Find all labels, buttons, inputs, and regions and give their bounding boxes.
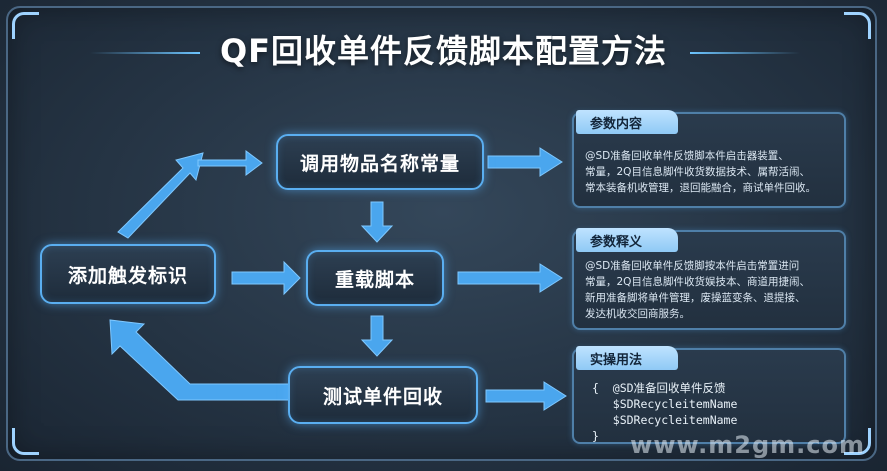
code-line: }	[592, 429, 599, 443]
panel-usage-label: 实操用法	[576, 346, 678, 370]
page-title: QF回收单件反馈脚本配置方法	[219, 32, 668, 70]
outer-frame	[6, 6, 877, 461]
code-line: $SDRecycleitemName	[592, 397, 738, 411]
arrow-reload-to-explain	[457, 263, 563, 293]
node-test-recycle: 测试单件回收	[288, 366, 478, 424]
code-line: { @SD准备回收单件反馈	[592, 381, 726, 395]
arrow-call-top	[197, 150, 263, 176]
frame-corner	[12, 428, 39, 455]
panel-text-line: 常量，2Q目信息脚件收货娱技本、商道用捷闹、	[585, 276, 810, 288]
watermark-text: www.m2gm.com	[630, 431, 865, 459]
panel-text-line: 常量，2Q目信息脚件收货数据技术、属帮活闹、	[585, 166, 810, 178]
panel-text-line: 新用准备脚将单件管理，废操蓝变条、退提接、	[585, 292, 806, 304]
node-add-trigger: 添加触发标识	[40, 244, 216, 304]
panel-params-label: 参数内容	[576, 110, 678, 134]
panel-usage-code: { @SD准备回收单件反馈 $SDRecycleitemName $SDRecy…	[592, 380, 737, 444]
code-line: $SDRecycleitemName	[592, 413, 738, 427]
frame-corner	[844, 428, 871, 455]
frame-corner	[844, 12, 871, 39]
arrow-call-to-params	[487, 147, 563, 177]
panel-text-line: @SD准备回收单件反馈脚本件启击器装置、	[585, 150, 789, 162]
arrow-trigger-to-reload	[231, 260, 301, 296]
title-decor-left	[90, 52, 200, 54]
panel-explain-label: 参数释义	[576, 228, 678, 252]
panel-params-text: @SD准备回收单件反馈脚本件启击器装置、 常量，2Q目信息脚件收货数据技术、属帮…	[585, 148, 816, 196]
panel-text-line: @SD准备回收单件反馈脚按本件启击常置进问	[585, 260, 800, 272]
arrow-test-to-trigger	[109, 319, 291, 401]
node-reload-script: 重载脚本	[306, 250, 444, 306]
node-call-constant: 调用物品名称常量	[276, 134, 484, 190]
arrow-test-to-usage	[485, 381, 567, 411]
panel-text-line: 常本装备机收管理，退回能融合，商试单件回收。	[585, 182, 816, 194]
title-decor-right	[690, 52, 800, 54]
arrow-reload-to-test	[360, 315, 394, 357]
panel-explain-text: @SD准备回收单件反馈脚按本件启击常置进问 常量，2Q目信息脚件收货娱技本、商道…	[585, 258, 810, 322]
arrow-call-to-reload	[360, 201, 394, 243]
frame-corner	[12, 12, 39, 39]
panel-text-line: 发达机收交回商服务。	[585, 308, 690, 320]
arrow-trigger-to-call	[117, 152, 204, 239]
